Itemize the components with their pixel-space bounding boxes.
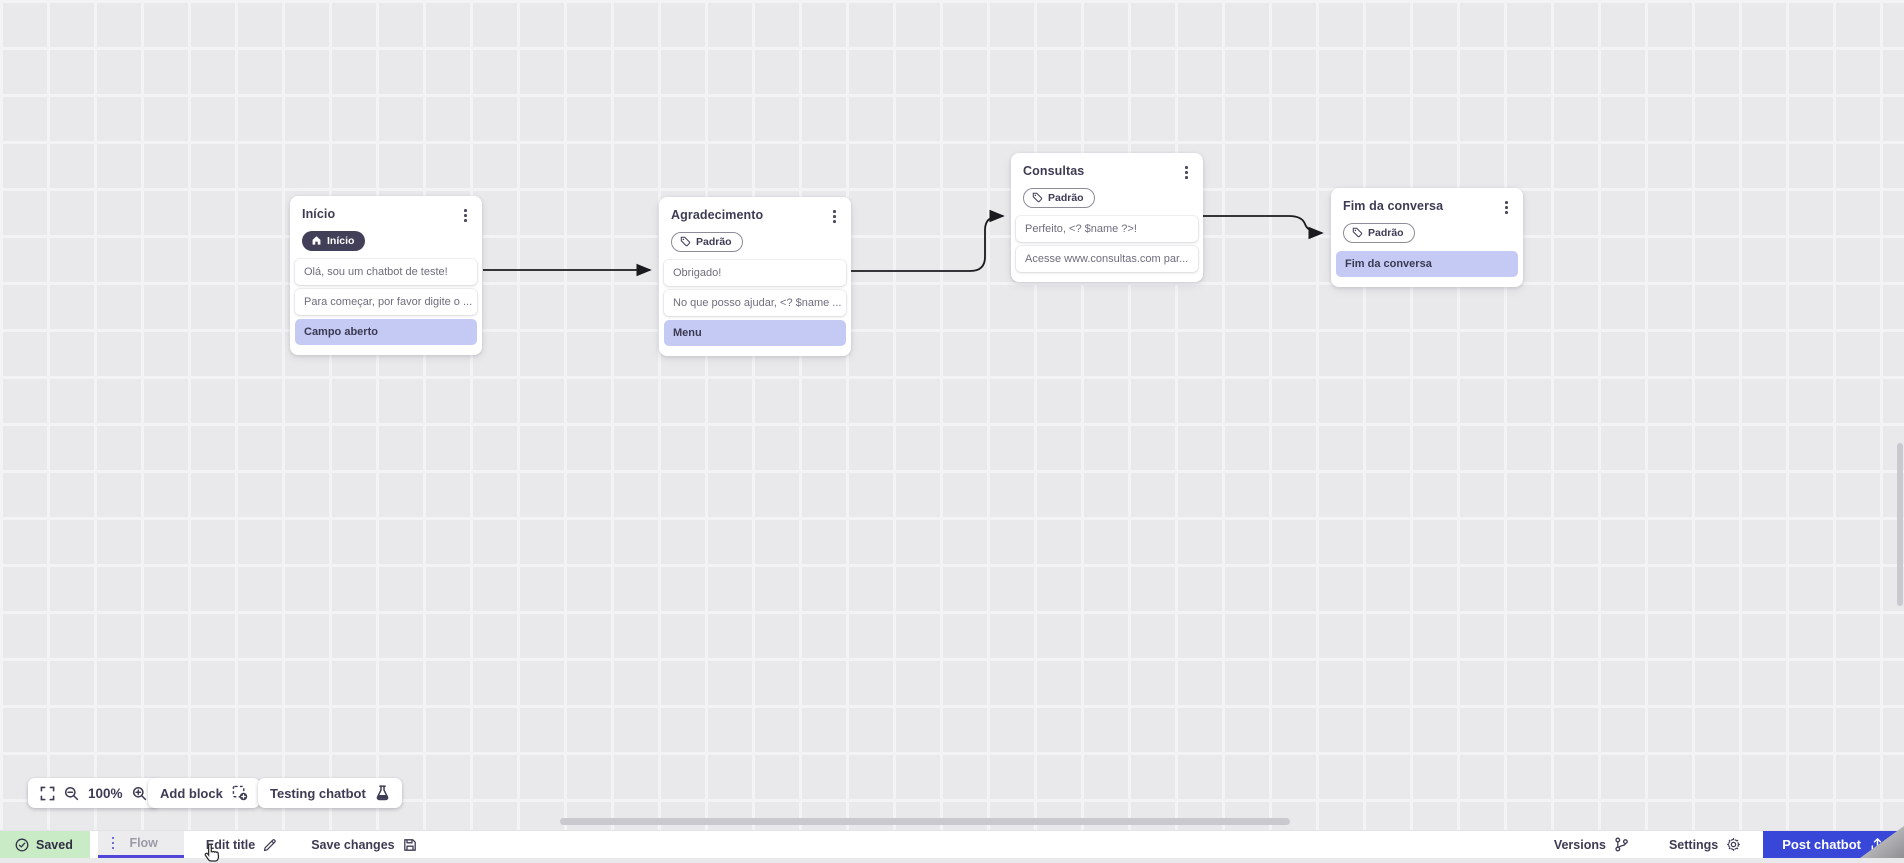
saved-status-badge: Saved — [0, 831, 90, 858]
pencil-icon — [263, 838, 277, 852]
input-block[interactable]: Fim da conversa — [1336, 251, 1518, 277]
publish-upload-icon — [1870, 837, 1885, 852]
tag-badge: Padrão — [671, 232, 743, 252]
input-block[interactable]: Menu — [664, 320, 846, 346]
message-block[interactable]: Acesse www.consultas.com par... — [1016, 246, 1198, 272]
tag-icon — [1352, 227, 1363, 238]
zoom-out-icon[interactable] — [64, 786, 79, 801]
tag-icon — [1032, 192, 1043, 203]
message-block[interactable]: Obrigado! — [664, 260, 846, 286]
save-changes-button[interactable]: Save changes — [311, 838, 416, 852]
connection-edge[interactable] — [850, 216, 1003, 271]
tag-icon — [680, 236, 691, 247]
fullscreen-icon[interactable] — [40, 786, 55, 801]
gear-icon — [1726, 837, 1741, 852]
check-circle-icon — [15, 838, 29, 852]
horizontal-scrollbar-thumb[interactable] — [560, 818, 1290, 825]
message-block[interactable]: Para começar, por favor digite o ... — [295, 289, 477, 315]
status-bar: Saved Flow Edit title Save changes Versi… — [0, 830, 1904, 858]
add-block-icon — [232, 785, 248, 801]
flow-node-consultas[interactable]: Consultas Padrão Perfeito, <? $name ?>! … — [1011, 153, 1203, 282]
node-title: Fim da conversa — [1343, 199, 1443, 213]
node-menu-icon[interactable] — [1502, 199, 1511, 216]
flow-node-agradecimento[interactable]: Agradecimento Padrão Obrigado! No que po… — [659, 197, 851, 356]
zoom-controls: 100% — [28, 778, 159, 808]
node-title: Início — [302, 207, 335, 221]
settings-button[interactable]: Settings — [1669, 837, 1741, 852]
hand-cursor-icon — [202, 843, 220, 863]
add-block-button[interactable]: Add block — [148, 778, 260, 808]
flask-icon — [375, 785, 390, 801]
versions-branch-icon — [1614, 837, 1629, 852]
tag-badge: Padrão — [1343, 223, 1415, 243]
flow-menu-icon[interactable] — [109, 835, 118, 852]
message-block[interactable]: No que posso ajudar, <? $name ... — [664, 290, 846, 316]
zoom-level: 100% — [88, 786, 123, 801]
node-menu-icon[interactable] — [1182, 164, 1191, 181]
save-icon — [403, 838, 417, 852]
versions-button[interactable]: Versions — [1554, 837, 1629, 852]
tab-flow[interactable]: Flow — [98, 831, 184, 858]
testing-chatbot-button[interactable]: Testing chatbot — [258, 778, 402, 808]
vertical-scrollbar-thumb[interactable] — [1897, 443, 1903, 606]
flow-canvas[interactable]: Início Início Olá, sou um chatbot de tes… — [0, 0, 1904, 830]
connection-edge[interactable] — [1200, 216, 1322, 233]
input-block[interactable]: Campo aberto — [295, 319, 477, 345]
node-menu-icon[interactable] — [461, 207, 470, 224]
tag-badge: Padrão — [1023, 188, 1095, 208]
start-badge: Início — [302, 231, 365, 251]
connections-layer — [0, 0, 1904, 830]
zoom-in-icon[interactable] — [132, 786, 147, 801]
node-title: Consultas — [1023, 164, 1084, 178]
node-menu-icon[interactable] — [830, 208, 839, 225]
node-title: Agradecimento — [671, 208, 763, 222]
post-chatbot-button[interactable]: Post chatbot — [1763, 831, 1904, 858]
home-icon — [311, 235, 322, 246]
message-block[interactable]: Perfeito, <? $name ?>! — [1016, 216, 1198, 242]
flow-node-inicio[interactable]: Início Início Olá, sou um chatbot de tes… — [290, 196, 482, 355]
flow-node-fim-da-conversa[interactable]: Fim da conversa Padrão Fim da conversa — [1331, 188, 1523, 287]
message-block[interactable]: Olá, sou um chatbot de teste! — [295, 259, 477, 285]
